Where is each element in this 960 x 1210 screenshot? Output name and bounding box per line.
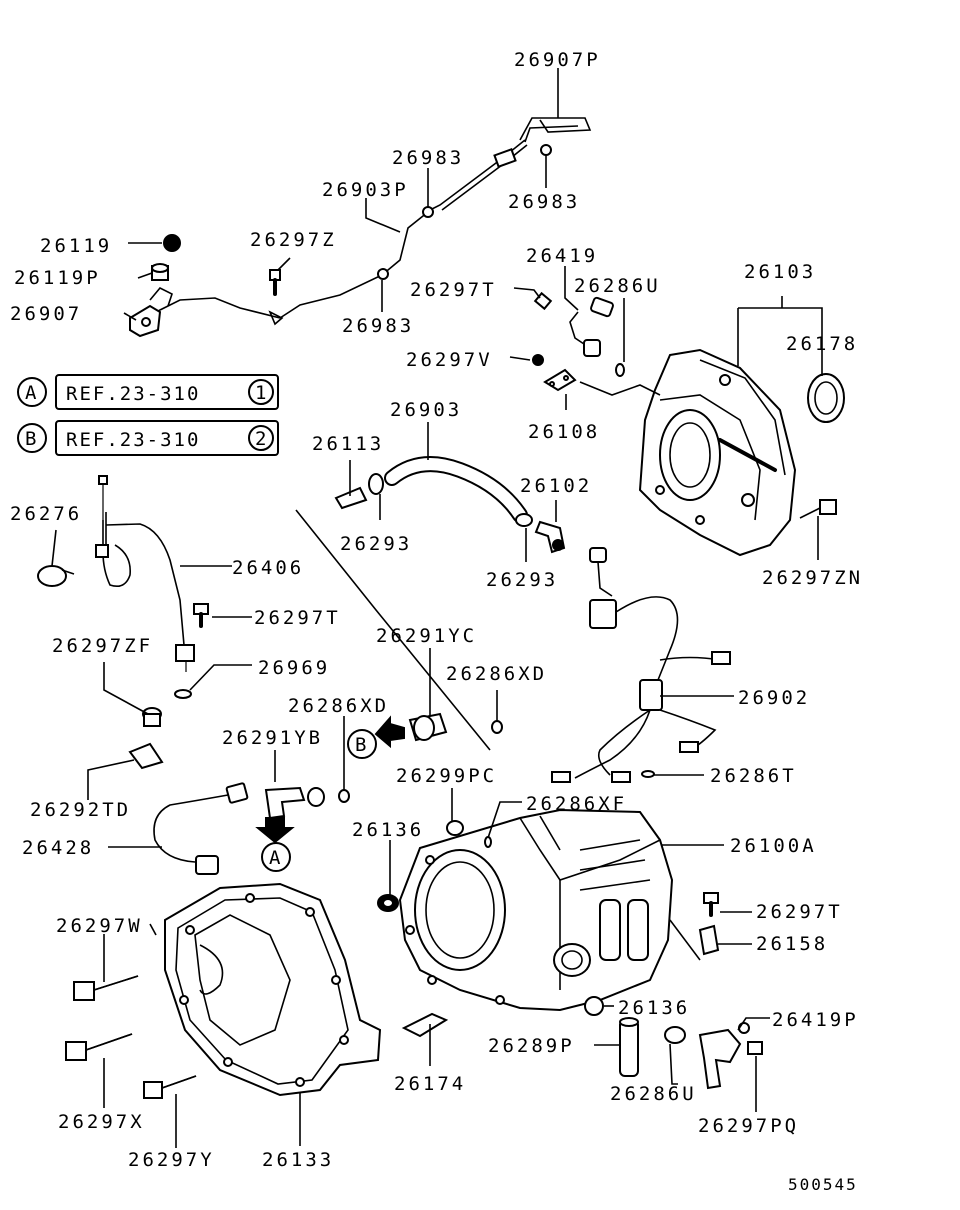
label-26286XD-a: 26286XD bbox=[288, 695, 389, 717]
label-26286XF: 26286XF bbox=[526, 793, 627, 815]
fitting-b-group: B bbox=[347, 712, 503, 759]
label-26297T-a: 26297T bbox=[410, 279, 497, 301]
label-26297ZN: 26297ZN bbox=[762, 567, 863, 589]
label-26428: 26428 bbox=[22, 837, 94, 859]
label-26158: 26158 bbox=[756, 933, 828, 955]
label-26903P: 26903P bbox=[322, 179, 409, 201]
cooler-hose-group bbox=[334, 456, 566, 554]
label-26293-b: 26293 bbox=[486, 569, 558, 591]
label-26102: 26102 bbox=[520, 475, 592, 497]
label-26983-a: 26983 bbox=[392, 147, 464, 169]
label-26293-a: 26293 bbox=[340, 533, 412, 555]
ref-a-text: REF.23-310 bbox=[66, 383, 200, 405]
label-26983-c: 26983 bbox=[342, 315, 414, 337]
label-26406: 26406 bbox=[232, 557, 304, 579]
ref-b-num: 2 bbox=[255, 428, 268, 450]
label-26297W: 26297W bbox=[56, 915, 143, 937]
label-26113: 26113 bbox=[312, 433, 384, 455]
ref-b-circle: B bbox=[25, 428, 38, 450]
label-26286T: 26286T bbox=[710, 765, 797, 787]
part-labels: 26907P 26983 26983 26903P 26119 26297Z 2… bbox=[10, 49, 863, 1194]
label-26119: 26119 bbox=[40, 235, 112, 257]
label-26299PC: 26299PC bbox=[396, 765, 497, 787]
label-26289P: 26289P bbox=[488, 1035, 575, 1057]
label-26100A: 26100A bbox=[730, 835, 817, 857]
label-26291YC: 26291YC bbox=[376, 625, 477, 647]
label-26297X: 26297X bbox=[58, 1111, 145, 1133]
label-26297PQ: 26297PQ bbox=[698, 1115, 799, 1137]
converter-housing bbox=[65, 882, 382, 1099]
label-26297Y: 26297Y bbox=[128, 1149, 215, 1171]
label-26286XD-b: 26286XD bbox=[446, 663, 547, 685]
label-26297V: 26297V bbox=[406, 349, 493, 371]
label-26969: 26969 bbox=[258, 657, 330, 679]
dipstick-tube-group bbox=[37, 475, 209, 770]
label-26136-a: 26136 bbox=[352, 819, 424, 841]
label-26133: 26133 bbox=[262, 1149, 334, 1171]
label-26902: 26902 bbox=[738, 687, 810, 709]
label-26297Z: 26297Z bbox=[250, 229, 337, 251]
label-26419: 26419 bbox=[526, 245, 598, 267]
marker-b: B bbox=[355, 734, 368, 756]
label-26903: 26903 bbox=[390, 399, 462, 421]
label-26291YB: 26291YB bbox=[222, 727, 323, 749]
harness-right bbox=[551, 547, 731, 783]
marker-a: A bbox=[269, 847, 282, 869]
label-26178: 26178 bbox=[786, 333, 858, 355]
extension-housing-group bbox=[532, 291, 845, 557]
label-26907P: 26907P bbox=[514, 49, 601, 71]
label-26297T-c: 26297T bbox=[756, 901, 843, 923]
label-26174: 26174 bbox=[394, 1073, 466, 1095]
ref-a-num: 1 bbox=[255, 382, 268, 404]
case-small-parts bbox=[377, 820, 763, 1090]
label-26286U-a: 26286U bbox=[574, 275, 661, 297]
diagram-id: 500545 bbox=[788, 1175, 858, 1194]
reference-boxes: A REF.23-310 1 B REF.23-310 2 bbox=[17, 374, 279, 456]
label-26292TD: 26292TD bbox=[30, 799, 131, 821]
label-26276: 26276 bbox=[10, 503, 82, 525]
sensor-harness-left: A bbox=[153, 782, 350, 875]
transmission-case bbox=[398, 808, 674, 1012]
label-26419P: 26419P bbox=[772, 1009, 859, 1031]
ref-b-text: REF.23-310 bbox=[66, 429, 200, 451]
label-26108: 26108 bbox=[528, 421, 600, 443]
label-26907: 26907 bbox=[10, 303, 82, 325]
label-26286U-b: 26286U bbox=[610, 1083, 697, 1105]
upper-pipe-assembly bbox=[129, 117, 592, 338]
ref-a-circle: A bbox=[25, 382, 38, 404]
label-26119P: 26119P bbox=[14, 267, 101, 289]
label-26297ZF: 26297ZF bbox=[52, 635, 153, 657]
label-26983-b: 26983 bbox=[508, 191, 580, 213]
leader-lines bbox=[51, 68, 823, 1148]
label-26297T-b: 26297T bbox=[254, 607, 341, 629]
label-26136-b: 26136 bbox=[618, 997, 690, 1019]
label-26103: 26103 bbox=[744, 261, 816, 283]
